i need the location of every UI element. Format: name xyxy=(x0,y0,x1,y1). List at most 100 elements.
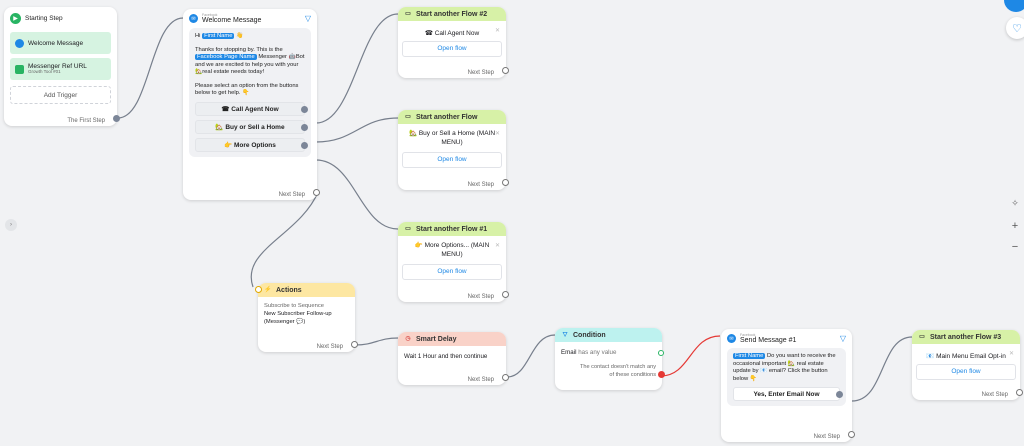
action-value: New Subscriber Follow-up (Messenger 💬) xyxy=(264,310,332,325)
body-suffix: Messenger 🤖Bot and we are excited to hel… xyxy=(195,54,305,76)
more-options-button[interactable]: 👉 More Options xyxy=(195,137,308,152)
flow-name: 🏡 Buy or Sell a Home (MAIN MENU) xyxy=(408,130,496,146)
condition-operator: has any value xyxy=(578,349,617,356)
collapse-panel-button[interactable]: › xyxy=(5,219,17,231)
open-flow-button[interactable]: Open flow xyxy=(402,41,502,57)
first-name-tag: First Name xyxy=(202,33,235,39)
output-port[interactable] xyxy=(502,374,509,381)
heart-button[interactable]: ♡ xyxy=(1006,17,1024,39)
message-text: Hi First Name 👋 Thanks for stopping by. … xyxy=(189,28,311,157)
start-flow-2-node[interactable]: ▭Start another Flow #2 ✕ ☎ Call Agent No… xyxy=(398,7,509,78)
button-label: 🏡 Buy or Sell a Home xyxy=(215,123,285,131)
close-icon[interactable]: ✕ xyxy=(1008,351,1014,357)
magic-wand-button[interactable]: ✧ xyxy=(1008,196,1022,210)
messenger-icon: ✉ xyxy=(189,14,198,23)
lightning-icon: ⚡ xyxy=(264,287,272,293)
button-port[interactable] xyxy=(301,141,308,149)
trigger-welcome-message[interactable]: Welcome Message xyxy=(10,32,111,54)
buy-sell-button[interactable]: 🏡 Buy or Sell a Home xyxy=(195,119,308,134)
primary-fab-button[interactable] xyxy=(1004,0,1024,12)
node-title: Condition xyxy=(573,331,606,339)
node-title: Send Message #1 xyxy=(740,337,797,344)
start-flow-3-node[interactable]: ▭Start another Flow #3 ✕ 📧 Main Menu Ema… xyxy=(912,330,1023,400)
clock-icon: ◷ xyxy=(405,336,411,342)
first-name-tag: First Name xyxy=(733,353,766,359)
node-title: Welcome Message xyxy=(202,17,262,24)
greeting-prefix: Hi xyxy=(195,33,201,39)
open-flow-button[interactable]: Open flow xyxy=(402,151,502,168)
node-source: Facebook xyxy=(202,13,218,17)
link-first-step-to-welcome xyxy=(117,17,184,119)
next-step-label: Next Step xyxy=(813,434,840,440)
add-trigger-button[interactable]: Add Trigger xyxy=(10,86,111,104)
delay-description: Wait 1 Hour and then continue xyxy=(404,353,488,360)
node-title: Start another Flow #1 xyxy=(416,225,488,233)
welcome-message-node[interactable]: ✉ Facebook Welcome Message ▽ Hi First Na… xyxy=(183,9,320,200)
node-title: Start another Flow #3 xyxy=(930,333,1002,341)
start-flow-main-node[interactable]: ▭Start another Flow ✕ 🏡 Buy or Sell a Ho… xyxy=(398,110,509,190)
output-port[interactable] xyxy=(502,291,509,298)
close-icon[interactable]: ✕ xyxy=(494,243,500,249)
heart-icon: ♡ xyxy=(1012,22,1022,35)
flow-name: 👉 More Options... (MAIN MENU) xyxy=(414,242,490,258)
send-message-node[interactable]: ✉ Facebook Send Message #1 ▽ First Name … xyxy=(721,329,855,442)
output-port[interactable] xyxy=(351,341,358,348)
flow-icon: ▭ xyxy=(405,226,411,232)
node-title: Actions xyxy=(276,286,302,294)
output-port[interactable] xyxy=(502,179,509,186)
output-port[interactable] xyxy=(1016,389,1023,396)
trigger-label: Welcome Message xyxy=(28,39,84,47)
call-agent-button[interactable]: ☎ Call Agent Now xyxy=(195,101,308,116)
button-port[interactable] xyxy=(301,105,308,113)
input-port[interactable] xyxy=(255,286,262,293)
button-port[interactable] xyxy=(301,123,308,131)
condition-rule[interactable]: Email has any value xyxy=(555,342,664,356)
next-step-label: Next Step xyxy=(467,182,494,188)
play-icon: ▶ xyxy=(10,13,21,24)
start-flow-1-node[interactable]: ▭ Start another Flow #1 ✕ 👉 More Options.… xyxy=(398,222,509,302)
flow-icon: ▭ xyxy=(405,114,411,120)
output-port[interactable] xyxy=(113,115,120,122)
actions-node[interactable]: ⚡Actions Subscribe to Sequence New Subsc… xyxy=(255,283,358,352)
next-step-label: Next Step xyxy=(981,392,1008,398)
next-step-label: Next Step xyxy=(467,70,494,76)
button-label: 👉 More Options xyxy=(224,141,276,149)
minus-icon: − xyxy=(1011,241,1019,253)
message-body: Do you want to receive the occasional im… xyxy=(733,353,836,382)
button-label: ☎ Call Agent Now xyxy=(221,105,279,113)
smart-delay-node[interactable]: ◷ Smart Delay Wait 1 Hour and then contin… xyxy=(398,332,509,385)
condition-else-text: The contact doesn't match any of these c… xyxy=(579,364,656,378)
close-icon[interactable]: ✕ xyxy=(494,28,500,34)
flow-icon: ▭ xyxy=(919,334,925,340)
starting-step-node[interactable]: ▶ Starting Step Welcome Message Messenge… xyxy=(4,7,120,126)
zoom-out-button[interactable]: − xyxy=(1008,240,1022,254)
filter-icon[interactable]: ▽ xyxy=(304,14,311,23)
close-icon[interactable]: ✕ xyxy=(494,131,500,137)
output-port[interactable] xyxy=(502,67,509,74)
button-port[interactable] xyxy=(836,391,843,399)
condition-port[interactable] xyxy=(658,350,664,356)
output-port[interactable] xyxy=(848,431,855,438)
next-step-label: Next Step xyxy=(467,294,494,300)
enter-email-button[interactable]: Yes, Enter Email Now xyxy=(733,387,843,402)
output-port[interactable] xyxy=(313,189,320,196)
zoom-in-button[interactable]: + xyxy=(1008,219,1022,233)
messenger-icon: ✉ xyxy=(727,334,736,343)
message-text: First Name Do you want to receive the oc… xyxy=(727,348,846,407)
node-title: Smart Delay xyxy=(416,335,457,343)
open-flow-button[interactable]: Open flow xyxy=(402,263,502,280)
button-label: Yes, Enter Email Now xyxy=(753,391,820,399)
filter-icon: ▽ xyxy=(562,332,568,338)
body-prefix: Thanks for stopping by. This is the xyxy=(195,46,283,53)
node-title: Start another Flow #2 xyxy=(416,10,488,18)
condition-node[interactable]: ▽ Condition Email has any value The conta… xyxy=(555,328,665,390)
trigger-sublabel: Growth Tool #01 xyxy=(28,69,61,74)
open-flow-button[interactable]: Open flow xyxy=(916,364,1016,380)
trigger-ref-url[interactable]: Messenger Ref URL Growth Tool #01 xyxy=(10,58,111,80)
filter-icon[interactable]: ▽ xyxy=(839,334,846,343)
link-condition-else-to-send xyxy=(660,335,721,377)
else-port[interactable] xyxy=(658,371,665,378)
chevron-right-icon: › xyxy=(10,222,12,228)
